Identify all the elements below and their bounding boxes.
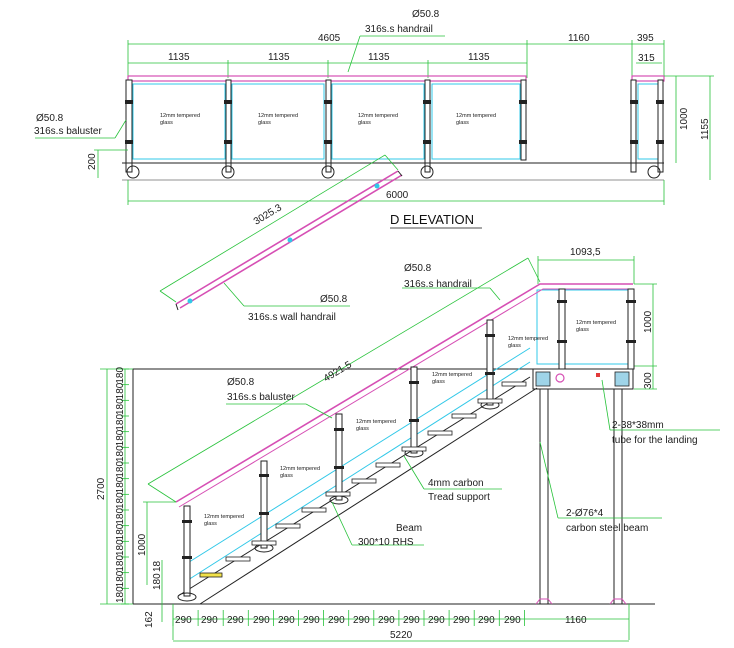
beam-note-1: Beam (396, 523, 422, 534)
going-11: 290 (428, 615, 445, 626)
riser-label: 180 (115, 508, 126, 525)
svg-text:12mm tempered: 12mm tempered (160, 113, 200, 119)
stair-total-height: 2700 (96, 477, 107, 500)
riser-label: 180 (115, 382, 126, 399)
dim-1155: 1155 (700, 118, 711, 140)
elev-baluster-label: 316s.s baluster (34, 126, 102, 137)
svg-text:12mm tempered: 12mm tempered (456, 113, 496, 119)
wall-rail-dia: Ø50.8 (320, 294, 348, 305)
svg-text:glass: glass (576, 327, 589, 333)
svg-text:12mm tempered: 12mm tempered (280, 466, 320, 472)
stair-total-length: 5220 (390, 630, 413, 641)
svg-text:glass: glass (356, 426, 369, 432)
riser-label: 180 (115, 445, 126, 462)
riser-label: 180 (115, 555, 126, 572)
stair-handrail-label: 316s.s handrail (404, 279, 472, 290)
svg-text:12mm tempered: 12mm tempered (432, 372, 472, 378)
elev-handrail-dia: Ø50.8 (412, 9, 440, 20)
stair-baluster-label: 316s.s baluster (227, 392, 295, 403)
tube-note-1: 2-38*38mm (612, 420, 664, 431)
column-note-1: 2-Ø76*4 (566, 508, 604, 519)
going-9: 290 (378, 615, 395, 626)
elevation-title: D ELEVATION (390, 212, 474, 227)
svg-text:glass: glass (358, 120, 371, 126)
svg-text:glass: glass (258, 120, 271, 126)
dim-162: 162 (144, 611, 155, 628)
riser-label: 180 (115, 367, 126, 384)
dim-bay-3: 1135 (368, 52, 390, 63)
going-7: 290 (328, 615, 345, 626)
stair-balusters (183, 288, 635, 597)
svg-text:12mm tempered: 12mm tempered (258, 113, 298, 119)
elev-baluster-dia: Ø50.8 (36, 113, 64, 124)
stair-treads (199, 381, 527, 578)
stair-handrail-dia: Ø50.8 (404, 263, 432, 274)
svg-text:glass: glass (160, 120, 173, 126)
landing-span: 1160 (565, 615, 587, 626)
riser-label: 180 (115, 398, 126, 415)
svg-text:12mm tempered: 12mm tempered (508, 336, 548, 342)
riser-label: 180 (115, 539, 126, 556)
going-12: 290 (453, 615, 470, 626)
dim-1000-top: 1000 (679, 107, 690, 130)
svg-text:glass: glass (280, 473, 293, 479)
tread-note-1: 4mm carbon (428, 478, 484, 489)
wall-rail-length: 3025.3 (252, 202, 284, 227)
riser-label: 180 (115, 586, 126, 603)
riser-label: 180 (115, 429, 126, 446)
riser-label: 180 (115, 523, 126, 540)
going-10: 290 (403, 615, 420, 626)
going-2: 290 (201, 615, 218, 626)
going-8: 290 (353, 615, 370, 626)
wall-rail-label: 316s.s wall handrail (248, 312, 336, 323)
going-13: 290 (478, 615, 495, 626)
elev-handrail-label: 316s.s handrail (365, 24, 433, 35)
dim-6000: 6000 (386, 190, 409, 201)
riser-label: 180 (115, 414, 126, 431)
dim-bay-4: 1135 (468, 52, 490, 63)
dim-landing-1160: 1160 (568, 33, 590, 44)
tube-note-2: tube for the landing (612, 435, 698, 446)
dim-total-4605: 4605 (318, 33, 341, 44)
landing-rail-height: 1000 (643, 310, 654, 333)
stair-side-view: 4921.5 1093,5 1000 300 (96, 247, 720, 642)
stair-rail-length: 4921.5 (322, 359, 354, 384)
beam-note-2: 300*10 RHS (358, 537, 414, 548)
svg-text:glass: glass (204, 521, 217, 527)
tread-note-2: Tread support (428, 492, 490, 503)
svg-text:12mm tempered: 12mm tempered (204, 514, 244, 520)
dim-bay-2: 1135 (268, 52, 290, 63)
riser-label: 180 (115, 492, 126, 509)
column-note-2: carbon steel beam (566, 523, 648, 534)
wall-handrail-view: 3025.3 Ø50.8 316s.s wall handrail (159, 154, 403, 323)
svg-text:glass: glass (508, 343, 521, 349)
going-3: 290 (227, 615, 244, 626)
going-1: 290 (175, 615, 192, 626)
svg-text:glass: glass (432, 379, 445, 385)
dim-18: 18 (152, 560, 163, 572)
going-6: 290 (303, 615, 320, 626)
landing-depth: 300 (643, 372, 654, 389)
going-5: 290 (278, 615, 295, 626)
dim-315: 315 (638, 53, 655, 64)
riser-label: 180 (115, 461, 126, 478)
riser-label: 180 (115, 570, 126, 587)
dim-395: 395 (637, 33, 654, 44)
svg-text:glass: glass (456, 120, 469, 126)
svg-text:12mm tempered: 12mm tempered (576, 320, 616, 326)
steel-columns (535, 389, 627, 605)
dim-180: 180 (152, 573, 163, 590)
stair-rail-height-left: 1000 (137, 533, 148, 556)
landing-width: 1093,5 (570, 247, 601, 258)
svg-text:12mm tempered: 12mm tempered (358, 113, 398, 119)
svg-text:12mm tempered: 12mm tempered (356, 419, 396, 425)
going-4: 290 (253, 615, 270, 626)
stair-baluster-dia: Ø50.8 (227, 377, 255, 388)
riser-label: 180 (115, 476, 126, 493)
d-elevation-view: 4605 1135 1135 1135 1135 1160 395 315 12… (34, 9, 714, 229)
dim-bay-1: 1135 (168, 52, 190, 63)
dim-200: 200 (87, 153, 98, 170)
going-14: 290 (504, 615, 521, 626)
